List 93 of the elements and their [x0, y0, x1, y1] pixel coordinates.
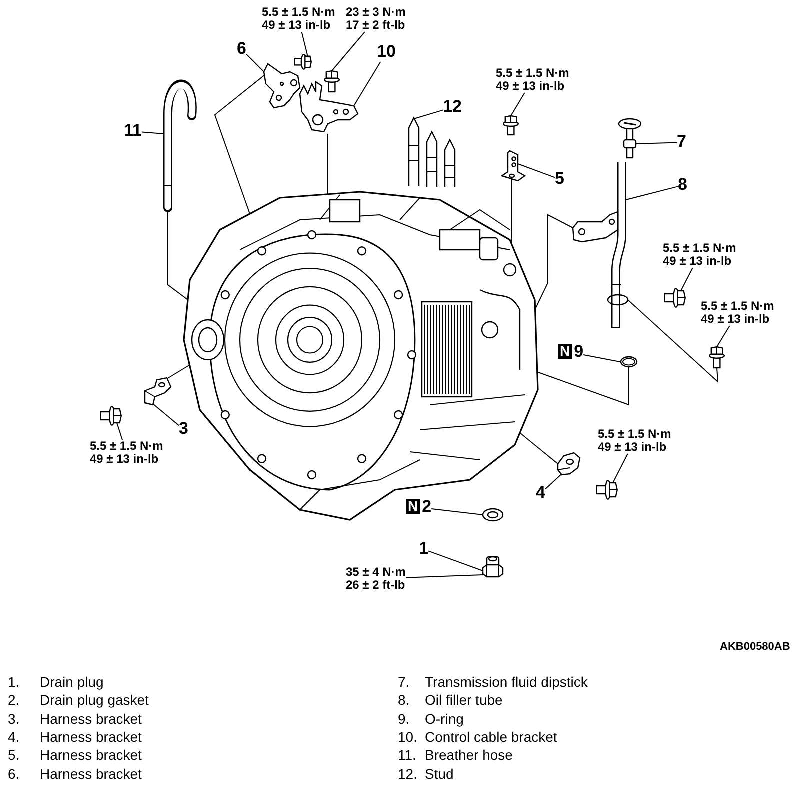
torque-value: 5.5 ± 1.5 N·m	[663, 242, 736, 255]
bolt-drawing	[324, 70, 340, 92]
leader-line	[332, 32, 366, 72]
non-reusable-mark: N	[406, 499, 420, 514]
bolt-drawing	[596, 480, 618, 500]
torque-value: 5.5 ± 1.5 N·m	[262, 6, 336, 19]
list-number: 10.	[398, 728, 418, 746]
torque-value: 5.5 ± 1.5 N·m	[496, 67, 570, 80]
part-name: Harness bracket	[40, 710, 142, 728]
callout-number: 3	[179, 420, 188, 437]
leader-line	[152, 404, 180, 426]
callout-number: 6	[237, 40, 246, 57]
leader-line	[406, 574, 484, 578]
callout-number: 1	[419, 540, 428, 557]
bracket-drawing	[556, 452, 582, 476]
leader-line	[301, 32, 308, 58]
torque-value: 5.5 ± 1.5 N·m	[90, 440, 164, 453]
leader-line	[431, 508, 484, 516]
leader-line	[518, 164, 556, 178]
list-number: 1.	[8, 674, 20, 691]
leader-line	[414, 110, 444, 120]
bolt-drawing	[664, 288, 686, 308]
callout-number: 7	[677, 133, 686, 150]
callout-number: 12	[443, 98, 462, 115]
list-number: 8.	[398, 692, 410, 710]
leader-line	[510, 92, 526, 116]
torque-value: 49 ± 13 in-lb	[262, 19, 332, 32]
installation-line	[536, 366, 630, 406]
bolt-drawing	[294, 54, 312, 70]
torque-value: 35 ± 4 N·m	[346, 566, 406, 579]
list-number: 4.	[8, 728, 20, 746]
callout-number: 10	[377, 43, 396, 60]
dipstick-drawing	[618, 118, 642, 158]
bracket-drawing	[500, 150, 526, 182]
drain-plug-drawing	[482, 556, 504, 578]
list-number: 7.	[398, 674, 410, 691]
callout-number: 2	[422, 498, 432, 515]
part-name: Transmission fluid dipstick	[425, 674, 588, 691]
callout-number: 9	[574, 343, 584, 360]
leader-line	[354, 62, 382, 106]
o-ring-drawing	[620, 356, 638, 368]
torque-value: 49 ± 13 in-lb	[90, 453, 160, 466]
non-reusable-mark: N	[558, 344, 572, 359]
leader-line	[116, 422, 123, 440]
leader-line	[428, 550, 484, 572]
part-name: Stud	[425, 766, 454, 782]
installation-line	[628, 300, 719, 384]
list-number: 6.	[8, 766, 20, 782]
torque-value: 17 ± 2 ft-lb	[346, 19, 406, 32]
torque-value: 49 ± 13 in-lb	[701, 313, 771, 326]
list-number: 11.	[398, 747, 416, 764]
torque-value: 23 ± 3 N·m	[346, 6, 406, 19]
part-name: Harness bracket	[40, 728, 142, 746]
leader-line	[583, 354, 620, 362]
torque-value: 26 ± 2 ft-lb	[346, 579, 406, 592]
leader-line	[612, 454, 628, 484]
bolt-drawing	[709, 346, 725, 368]
part-name: Oil filler tube	[425, 692, 503, 710]
torque-value: 5.5 ± 1.5 N·m	[598, 428, 672, 441]
torque-value: 49 ± 13 in-lb	[663, 255, 733, 268]
leader-line	[716, 326, 730, 348]
part-name: Harness bracket	[40, 766, 142, 782]
list-number: 9.	[398, 710, 410, 728]
bracket-drawing	[143, 377, 173, 407]
installation-line	[166, 364, 190, 380]
leader-line	[626, 186, 678, 200]
list-number: 5.	[8, 747, 20, 764]
part-name: O-ring	[425, 710, 464, 728]
gasket-drawing	[482, 508, 504, 522]
part-name: Drain plug	[40, 674, 104, 691]
leader-line	[246, 54, 264, 72]
leader-line	[545, 474, 562, 490]
torque-value: 5.5 ± 1.5 N·m	[701, 300, 774, 313]
callout-number: 8	[678, 176, 688, 193]
callout-number: 11	[124, 122, 142, 139]
list-number: 2.	[8, 692, 20, 710]
torque-value: 49 ± 13 in-lb	[496, 80, 566, 93]
leader-line	[680, 268, 694, 292]
part-name: Breather hose	[425, 747, 513, 764]
callout-number: 5	[555, 170, 564, 187]
installation-line	[214, 74, 266, 214]
callout-number: 4	[536, 484, 546, 501]
leader-line	[636, 142, 678, 144]
list-number: 12.	[398, 766, 418, 782]
bolt-drawing	[100, 406, 122, 426]
torque-value: 49 ± 13 in-lb	[598, 441, 668, 454]
installation-line	[520, 432, 558, 464]
reference-code: AKB00580AB	[720, 640, 790, 655]
bolt-drawing	[503, 115, 519, 135]
part-name: Drain plug gasket	[40, 692, 149, 710]
list-number: 3.	[8, 710, 20, 728]
part-name: Harness bracket	[40, 747, 142, 764]
part-name: Control cable bracket	[425, 728, 558, 746]
